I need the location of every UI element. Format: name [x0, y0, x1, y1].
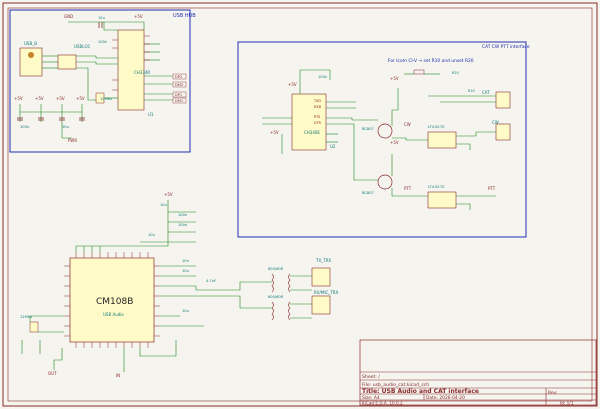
hub-vplus-1: +5V — [14, 96, 23, 101]
tx-jack-label: TX_TRX — [315, 258, 331, 263]
hub-cap-4: 10u — [62, 125, 69, 129]
audio-cap-1: 10u — [160, 203, 167, 207]
cat-pin-dtr: DTR — [314, 121, 322, 125]
audio-cap-5: 10n — [182, 259, 189, 263]
audio-out-label: OUT — [48, 371, 57, 376]
hub-vplus-2: +5V — [35, 96, 44, 101]
cat-title: CAT CW PTT interface — [482, 44, 530, 50]
title-id: Id: 1/1 — [560, 401, 574, 406]
cat-supply-1: +5V — [288, 82, 297, 87]
audio-crystal-label: 12MHz — [20, 315, 32, 319]
cat-connector-label: CAT — [482, 90, 490, 95]
title-block: Sheet: / File: usb_audio_cat.kicad_sch T… — [359, 339, 597, 406]
title-main: Title: USB Audio and CAT interface — [362, 388, 479, 395]
title-tool: KiCad E.D.A. 10.0.2 — [362, 401, 403, 406]
ferrite-1-label: 600/60R — [268, 267, 284, 271]
hub-ic-label: CH334R — [134, 70, 150, 75]
cat-supply-4: +5V — [390, 140, 399, 145]
cat-pin-txd: TXD — [313, 99, 321, 103]
ptt-connector-label: PTT — [488, 186, 496, 191]
opto-2-label: LTV-817S — [428, 185, 445, 189]
title-rev: Rev: — [548, 390, 557, 396]
audio-cap-7: 4.7uF — [206, 279, 216, 283]
cat-pin-rts: RTS — [314, 115, 320, 119]
cw-connector-label: CW — [492, 120, 499, 125]
rx-jack-label: RX/MIC_TRX — [314, 290, 339, 295]
hub-title: USB HUB — [173, 13, 196, 19]
resistor-r20: R20 — [452, 71, 459, 75]
hub-port-dm1: DM1 — [175, 99, 183, 103]
audio-in-label: IN — [116, 373, 120, 378]
transistor-2-label: BC807 — [362, 191, 374, 195]
hub-vplus-4: +5V — [76, 96, 85, 101]
hub-port-dp1: DP1 — [175, 93, 182, 97]
hub-pwr-label: PWR — [68, 138, 77, 143]
hub-vplus-3: +5V — [56, 96, 65, 101]
hub-ic-ref: U1 — [148, 112, 154, 117]
transistor-1-label: BC807 — [362, 127, 374, 131]
hub-port-dm2: DM2 — [175, 83, 183, 87]
usb-connector-label: USB_B — [24, 41, 37, 46]
audio-cap-3: 100n — [178, 223, 187, 227]
hub-port-dp2: DP2 — [175, 75, 182, 79]
usb-audio-block: CM108B USB Audio +5V 10u 100n 100n 10n 1… — [20, 192, 339, 378]
audio-cap-6: 10u — [182, 269, 189, 273]
cat-ic-ref: U2 — [330, 144, 336, 149]
title-sheet: Sheet: / — [362, 374, 380, 380]
audio-cap-2: 100n — [178, 213, 187, 217]
cat-supply-3: +5V — [390, 76, 399, 81]
ferrite-2-label: 600/60R — [268, 295, 284, 299]
cw-net-label: CW — [404, 122, 411, 127]
hub-cap-1: 10u — [98, 16, 105, 20]
hub-crystal-label: 12MHz — [100, 97, 112, 101]
audio-ic-label: CM108B — [96, 297, 133, 307]
audio-ic-sub: USB Audio — [103, 312, 124, 317]
hub-cap-2: 100n — [98, 40, 107, 44]
usb-hub-block: USB HUB USB_B USBLC6 CH334R U1 DP2 DM2 D… — [9, 9, 196, 153]
usblc6-label: USBLC6 — [74, 44, 90, 49]
ptt-net-label: PTT — [404, 186, 412, 191]
audio-cap-4: 10n — [148, 233, 155, 237]
audio-cap-8: 10u — [182, 309, 189, 313]
cat-pin-rxd: RXD — [314, 105, 322, 109]
resistor-r10: R10 — [468, 89, 475, 93]
title-size: Size: A4 — [362, 395, 380, 401]
opto-1-label: LTV-817S — [428, 125, 445, 129]
cat-note: For Icom CI-V → set R10 and unset R20 — [388, 58, 474, 64]
hub-vplus-top: +5V — [134, 14, 143, 19]
title-date: Date: 2026-04-20 — [426, 395, 465, 401]
hub-cap-3: 100n — [20, 125, 29, 129]
cat-supply-2: +5V — [270, 130, 279, 135]
cat-interface-block: CAT CW PTT interface For Icom CI-V → set… — [237, 41, 530, 238]
cat-cap-label: 100n — [318, 75, 327, 79]
cat-ic-label: CH340E — [304, 130, 320, 135]
audio-v5: +5V — [164, 192, 173, 197]
title-file: File: usb_audio_cat.kicad_sch — [362, 382, 429, 388]
hub-gnd-label: GND — [64, 14, 73, 19]
